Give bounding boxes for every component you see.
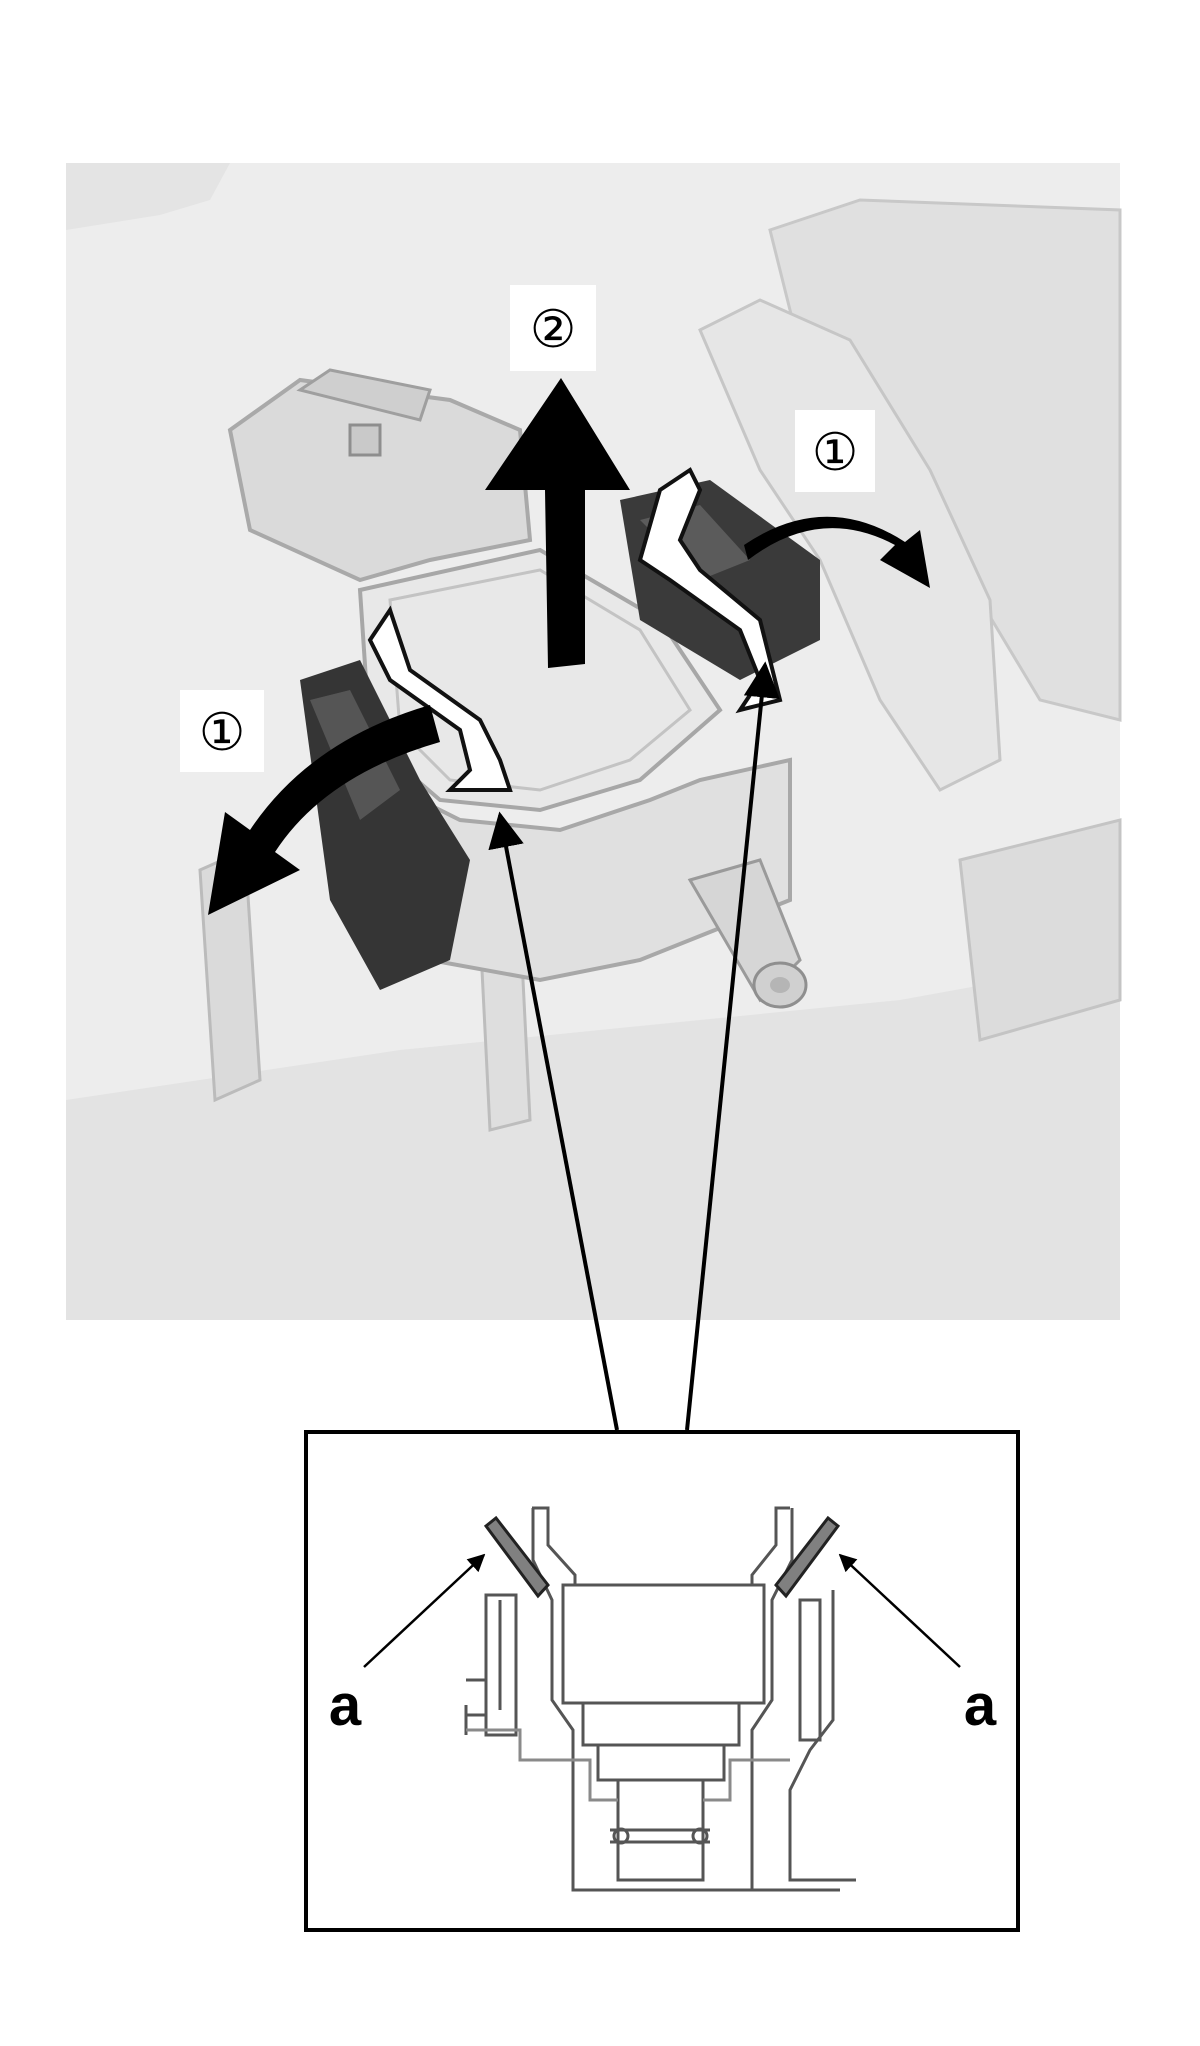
detail-leader-lines <box>488 661 780 1431</box>
step2-label: ② <box>530 300 577 360</box>
step1-left-rotate-arrow <box>208 705 440 915</box>
step2-lift-arrow <box>485 378 630 668</box>
step1-left-callout: ① <box>180 690 264 772</box>
label-a-left: a <box>329 1673 362 1738</box>
step2-callout: ② <box>510 285 596 371</box>
pointer-left <box>363 1553 486 1668</box>
step1-right-label: ① <box>812 423 859 483</box>
detail-inset: a a <box>304 1430 1020 1932</box>
label-a-right: a <box>964 1673 997 1738</box>
step1-left-label: ① <box>199 703 246 763</box>
clip-tab-left <box>483 1515 550 1599</box>
pointer-right <box>838 1553 961 1668</box>
step1-right-callout: ① <box>795 410 875 492</box>
detail-cross-section <box>464 1506 856 1892</box>
clip-tab-right <box>774 1515 841 1599</box>
step1-right-rotate-arrow <box>744 516 930 588</box>
